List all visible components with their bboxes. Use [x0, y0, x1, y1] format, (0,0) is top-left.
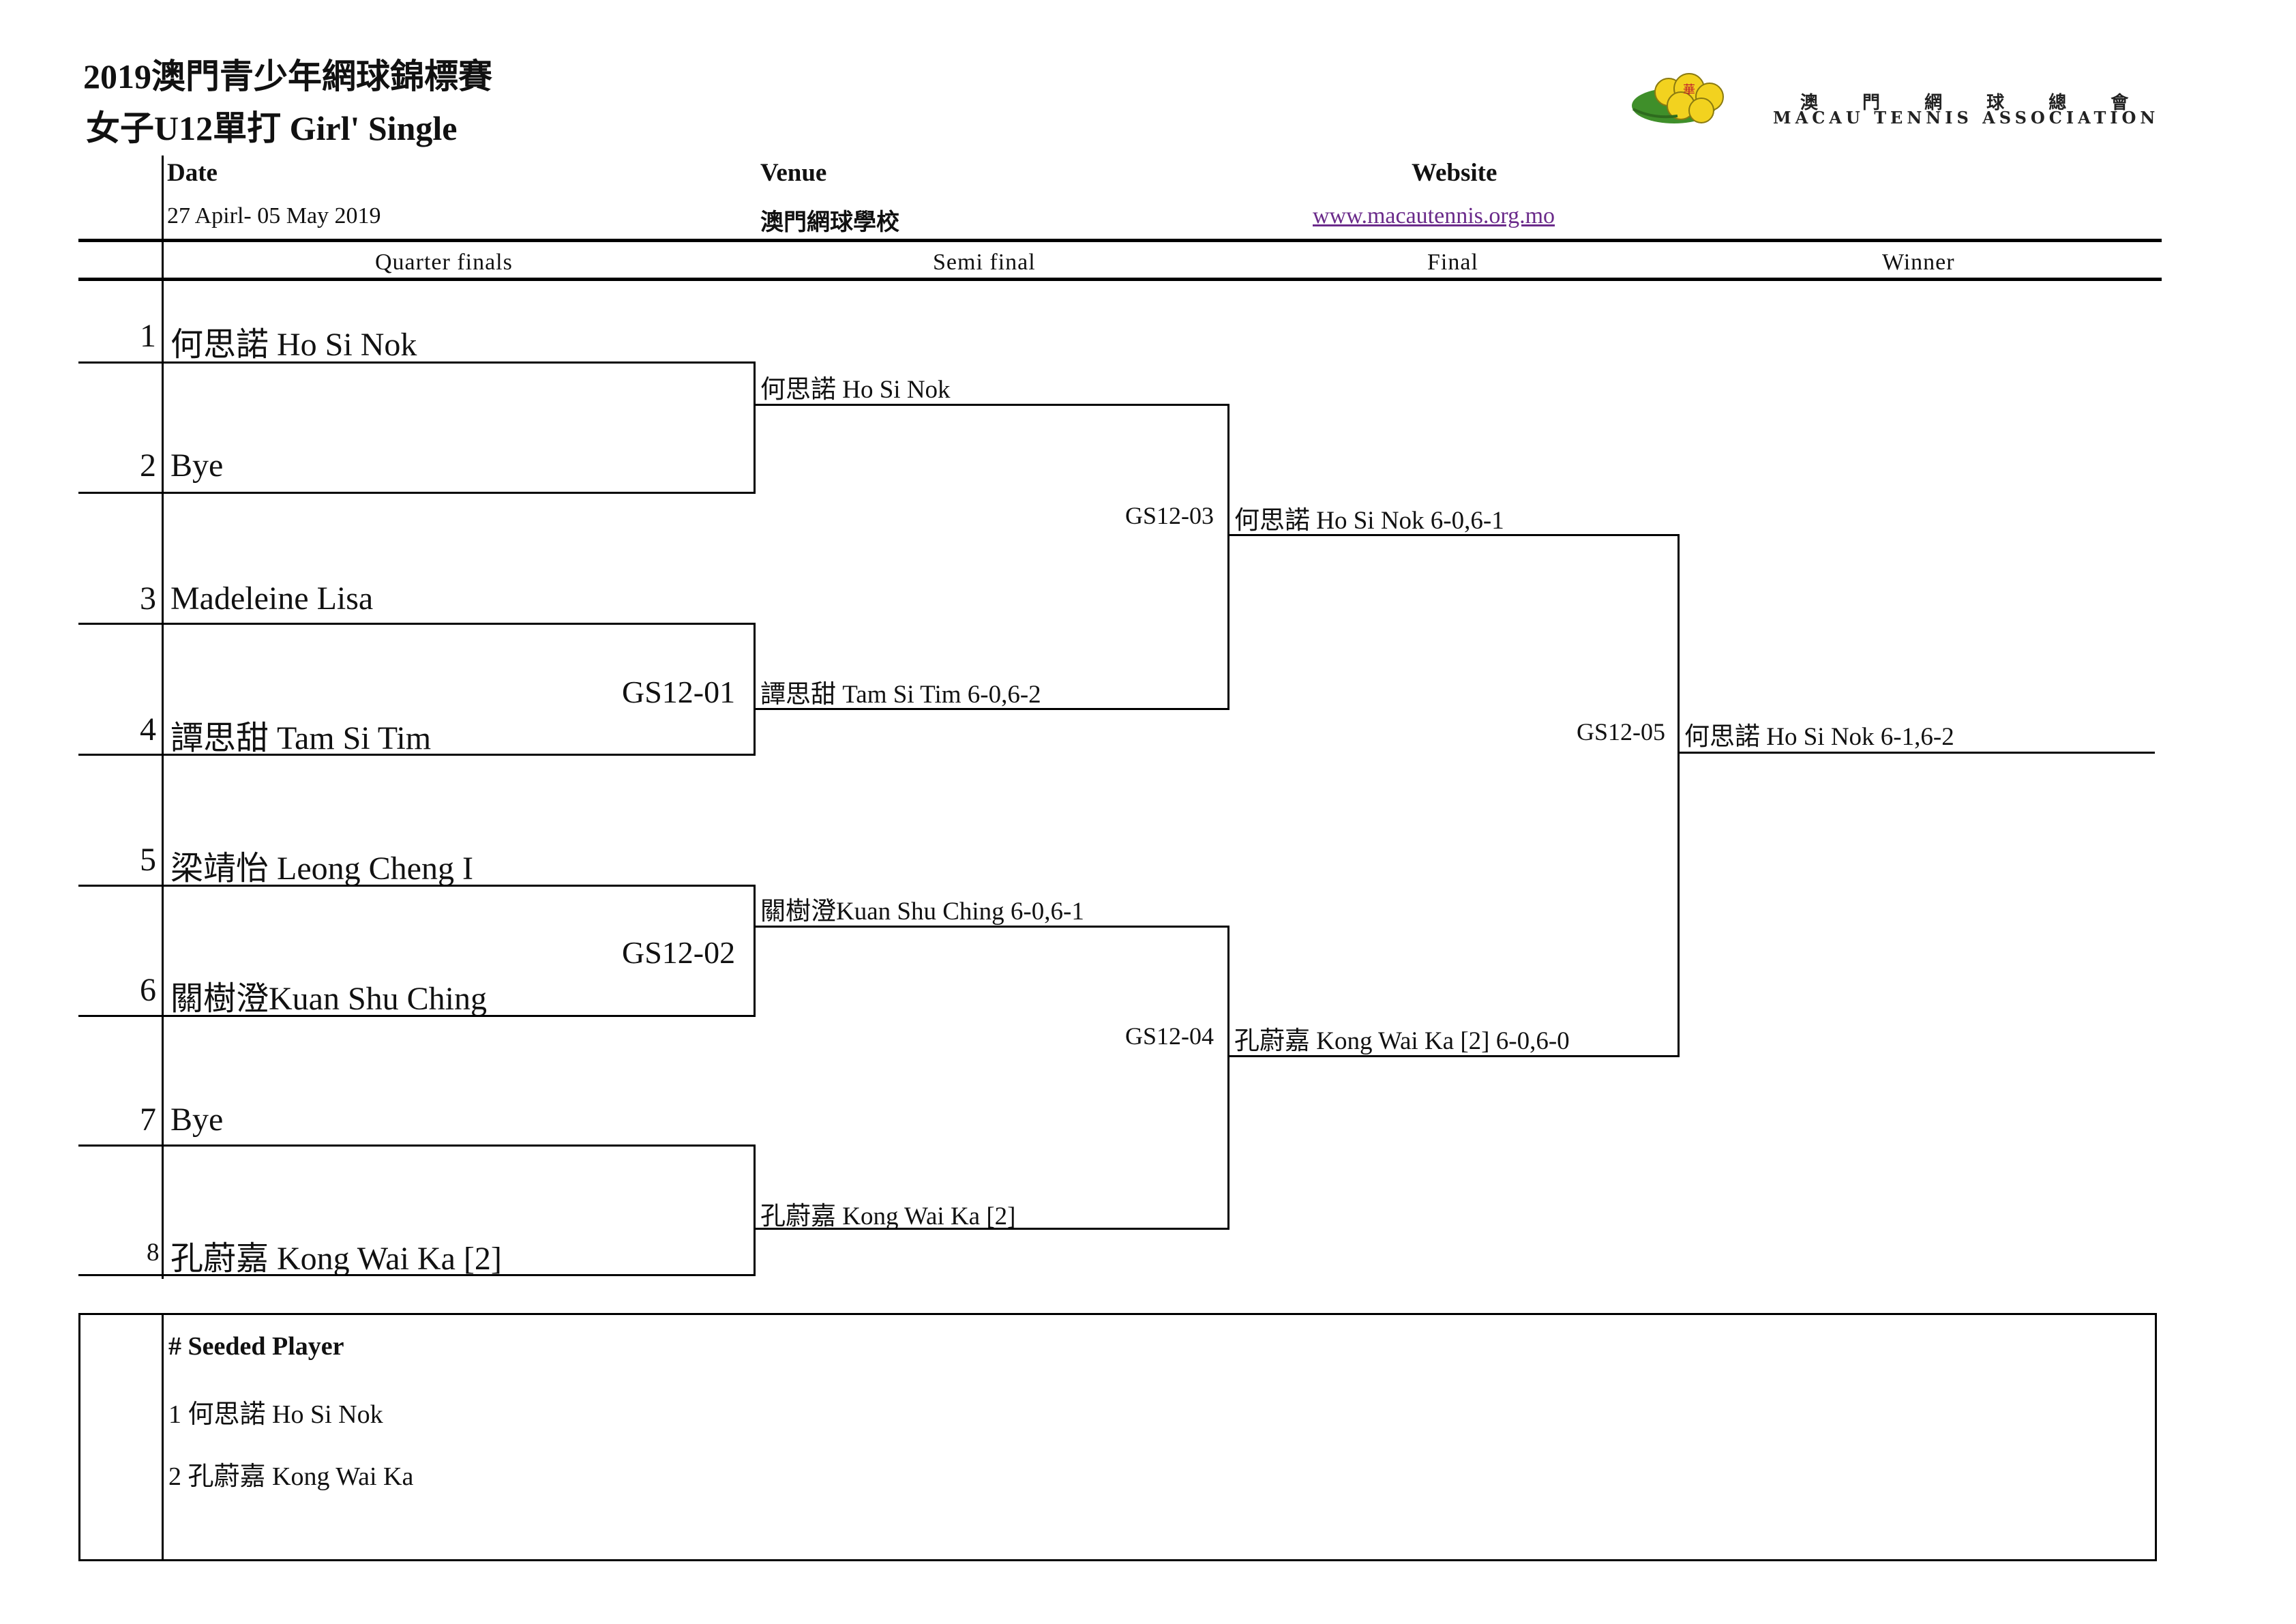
round-quarter-finals: Quarter finals — [375, 250, 513, 275]
draw-player-6: 關樹澄Kuan Shu Ching — [170, 981, 488, 1017]
match-code: GS12-01 — [622, 675, 736, 709]
round-winner: Winner — [1882, 250, 1955, 275]
seed-item-2: 2 孔蔚嘉 Kong Wai Ka — [168, 1462, 414, 1491]
draw-number: 2 — [140, 447, 156, 484]
match-code: GS12-02 — [622, 935, 736, 970]
draw-player-8: 孔蔚嘉 Kong Wai Ka [2] — [170, 1241, 502, 1277]
draw-player-2: Bye — [170, 447, 224, 484]
date-label: Date — [167, 159, 218, 187]
emblem-char: 華 — [1683, 83, 1695, 97]
draw-player-4: 譚思甜 Tam Si Tim — [170, 720, 432, 756]
venue-value: 澳門網球學校 — [760, 210, 899, 235]
seeded-title: # Seeded Player — [168, 1332, 344, 1361]
match-code: GS12-05 — [1577, 718, 1666, 745]
seeded-players-box — [78, 1313, 2157, 1561]
venue-label: Venue — [760, 159, 827, 187]
date-value: 27 Apirl- 05 May 2019 — [167, 203, 381, 228]
draw-number: 1 — [140, 318, 156, 354]
final-entry-2: 孔蔚嘉 Kong Wai Ka [2] 6-0,6-0 — [1234, 1027, 1570, 1055]
final-entry-1: 何思諾 Ho Si Nok 6-0,6-1 — [1234, 507, 1504, 535]
draw-player-1: 何思諾 Ho Si Nok — [170, 327, 417, 363]
semi-entry-4: 孔蔚嘉 Kong Wai Ka [2] — [760, 1202, 1016, 1230]
round-final: Final — [1427, 250, 1478, 275]
event-title: 女子U12單打 Girl' Single — [86, 109, 458, 147]
semi-entry-2: 譚思甜 Tam Si Tim 6-0,6-2 — [760, 681, 1041, 709]
tournament-title: 2019澳門青少年網球錦標賽 — [83, 57, 492, 95]
match-code: GS12-04 — [1125, 1022, 1214, 1050]
website-label: Website — [1412, 159, 1497, 187]
draw-number: 4 — [140, 711, 156, 748]
draw-number: 5 — [140, 842, 156, 878]
draw-number: 8 — [147, 1239, 160, 1267]
draw-player-5: 梁靖怡 Leong Cheng I — [170, 851, 473, 887]
logo-english-text: MACAU TENNIS ASSOCIATION — [1773, 108, 2160, 128]
macau-tennis-logo-emblem: 華 — [1626, 68, 1735, 130]
logo-chinese-text: 澳 門 網 球 總 會 — [1800, 93, 2148, 113]
draw-number: 3 — [140, 580, 156, 617]
draw-number: 6 — [140, 972, 156, 1008]
match-code: GS12-03 — [1125, 502, 1214, 529]
winner-entry: 何思諾 Ho Si Nok 6-1,6-2 — [1684, 723, 1954, 751]
website-link[interactable]: www.macautennis.org.mo — [1313, 203, 1555, 228]
draw-player-3: Madeleine Lisa — [170, 580, 374, 617]
seed-item-1: 1 何思諾 Ho Si Nok — [168, 1400, 383, 1429]
round-semi-final: Semi final — [933, 250, 1036, 275]
draw-number: 7 — [140, 1102, 156, 1138]
semi-entry-1: 何思諾 Ho Si Nok — [760, 376, 951, 404]
semi-entry-3: 關樹澄Kuan Shu Ching 6-0,6-1 — [760, 898, 1084, 926]
draw-player-7: Bye — [170, 1102, 224, 1138]
